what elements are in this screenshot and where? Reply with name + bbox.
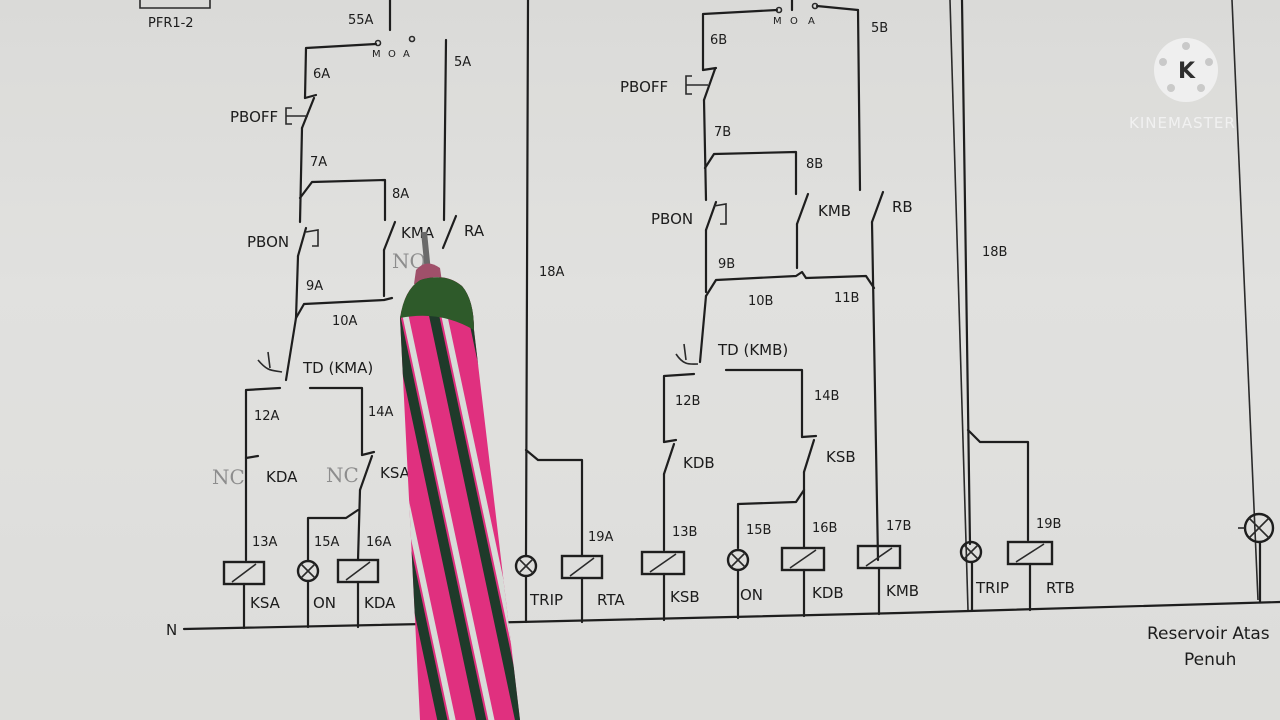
ra-contact-label: RA	[464, 222, 485, 240]
lamp-on-a: ON	[296, 559, 336, 629]
pboff-b-label: PBOFF	[620, 78, 668, 96]
svg-text:18A: 18A	[539, 265, 565, 280]
svg-text:15A: 15A	[314, 535, 340, 550]
svg-text:15B: 15B	[746, 523, 771, 538]
svg-text:KDB: KDB	[812, 584, 844, 602]
kinemaster-text: KINEMASTER	[1129, 114, 1236, 132]
svg-text:5B: 5B	[871, 21, 888, 36]
coil-rta: RTA	[560, 554, 625, 624]
svg-text:16A: 16A	[366, 535, 392, 550]
border-line	[1231, 0, 1259, 601]
svg-text:M: M	[773, 16, 782, 27]
svg-text:13A: 13A	[252, 535, 278, 550]
svg-text:9B: 9B	[718, 257, 735, 272]
circuit-a: 55A M O A 6A PBOFF 7A 8A PBON 9A KMA NO …	[212, 0, 625, 630]
svg-text:14B: 14B	[814, 389, 839, 404]
penuh-label: Penuh	[1184, 650, 1236, 670]
lamp-on-b: ON	[726, 548, 763, 620]
lamp-trip-a: TRIP	[514, 554, 563, 624]
svg-text:12A: 12A	[254, 409, 280, 424]
coil-kmb: KMB	[856, 544, 919, 616]
svg-text:KMB: KMB	[886, 582, 919, 600]
pfr-block: PFR1-2	[139, 0, 211, 31]
svg-text:16B: 16B	[812, 521, 837, 536]
timer-kma-label: TD (KMA)	[302, 359, 373, 377]
lamp-reservoir	[1238, 512, 1275, 604]
svg-text:NC: NC	[212, 465, 245, 489]
neutral-label: N	[166, 621, 177, 639]
svg-text:TRIP: TRIP	[975, 579, 1009, 597]
lamp-trip-b: TRIP	[959, 540, 1009, 612]
coil-rtb: RTB	[1006, 540, 1075, 612]
timer-kmb-label: TD (KMB)	[717, 341, 788, 359]
svg-text:8A: 8A	[392, 187, 409, 202]
pbon-b-label: PBON	[651, 210, 693, 228]
svg-text:18B: 18B	[982, 245, 1007, 260]
svg-text:7B: 7B	[714, 125, 731, 140]
svg-text:8B: 8B	[806, 157, 823, 172]
svg-text:O: O	[388, 49, 396, 60]
svg-text:10A: 10A	[332, 314, 358, 329]
coil-kda: KDA	[336, 558, 396, 629]
svg-text:ON: ON	[740, 586, 763, 604]
circuit-b: M O A 6B PBOFF 7B 8B PBON 9B KMB 5B RB 1…	[620, 0, 1275, 622]
svg-text:TRIP: TRIP	[529, 591, 563, 609]
pbon-a-label: PBON	[247, 233, 289, 251]
ksa-contact-label: KSA	[380, 464, 411, 482]
svg-text:12B: 12B	[675, 394, 700, 409]
svg-text:13B: 13B	[672, 525, 697, 540]
svg-text:17B: 17B	[886, 519, 911, 534]
coil-ksa: KSA	[222, 560, 281, 630]
reservoir-label: Reservoir Atas	[1147, 624, 1270, 644]
svg-text:11B: 11B	[834, 291, 859, 306]
svg-text:14A: 14A	[368, 405, 394, 420]
svg-text:5A: 5A	[454, 55, 471, 70]
border-line	[949, 0, 969, 611]
kdb-contact-label: KDB	[683, 454, 715, 472]
svg-text:6A: 6A	[313, 67, 330, 82]
kmb-contact-label: KMB	[818, 202, 851, 220]
svg-text:19B: 19B	[1036, 517, 1061, 532]
svg-text:7A: 7A	[310, 155, 327, 170]
kma-contact-label: KMA	[401, 224, 435, 242]
svg-text:NC: NC	[326, 463, 359, 487]
svg-text:19A: 19A	[588, 530, 614, 545]
rb-contact-label: RB	[892, 198, 913, 216]
wire-label-55a: 55A	[348, 13, 374, 28]
svg-text:RTB: RTB	[1046, 579, 1075, 597]
selector-contact-a	[408, 35, 416, 43]
svg-text:A: A	[808, 16, 815, 27]
coil-kdb: KDB	[780, 546, 844, 618]
svg-text:KSA: KSA	[250, 594, 281, 612]
svg-text:10B: 10B	[748, 294, 773, 309]
svg-text:ON: ON	[313, 594, 336, 612]
ksb-contact-label: KSB	[826, 448, 856, 466]
svg-text:6B: 6B	[710, 33, 727, 48]
kinemaster-watermark: K KINEMASTER	[1129, 38, 1236, 132]
pfr-label: PFR1-2	[148, 16, 194, 31]
coil-ksb: KSB	[640, 550, 700, 622]
svg-text:A: A	[403, 49, 410, 60]
svg-text:KSB: KSB	[670, 588, 700, 606]
svg-text:M: M	[372, 49, 381, 60]
neutral-bus: N	[166, 600, 1280, 639]
svg-text:RTA: RTA	[597, 591, 625, 609]
svg-text:KDA: KDA	[364, 594, 396, 612]
pboff-a-label: PBOFF	[230, 108, 278, 126]
svg-text:O: O	[790, 16, 798, 27]
svg-text:K: K	[1178, 59, 1196, 84]
kda-contact-label: KDA	[266, 468, 298, 486]
svg-text:9A: 9A	[306, 279, 323, 294]
